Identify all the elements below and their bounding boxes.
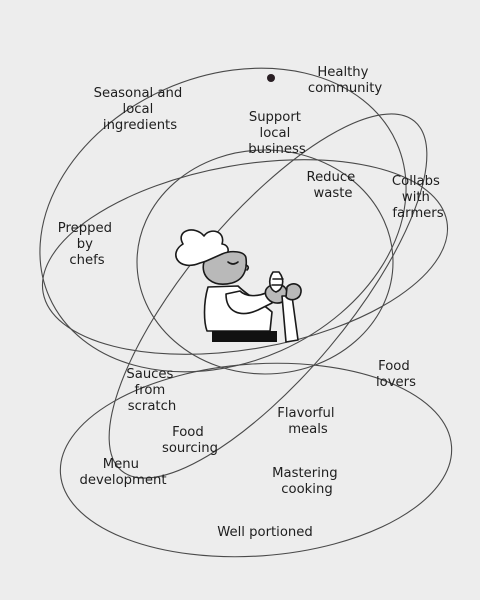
chef-counter [212, 331, 277, 342]
label-menu-development: Menu development [80, 457, 167, 488]
label-reduce-waste: Reduce waste [307, 170, 360, 201]
ellipse-wide [41, 159, 449, 355]
labels: Seasonal and local ingredients Healthy c… [58, 65, 444, 540]
label-food-lovers: Food lovers [376, 359, 416, 390]
ellipse-top [39, 67, 407, 373]
label-food-sourcing: Food sourcing [162, 425, 218, 456]
label-healthy-community: Healthy community [308, 65, 383, 96]
label-sauces-from-scratch: Sauces from scratch [126, 367, 177, 414]
label-mastering-cooking: Mastering cooking [272, 466, 342, 497]
intersection-dot [267, 74, 275, 82]
label-well-portioned: Well portioned [217, 525, 313, 540]
chef-icon [175, 229, 302, 343]
label-seasonal-local-ingredients: Seasonal and local ingredients [94, 86, 187, 133]
label-support-local-business: Support local business [248, 110, 306, 157]
ellipse-vertical [136, 149, 394, 375]
label-collabs-with-farmers: Collabs with farmers [392, 174, 444, 221]
label-prepped-by-chefs: Prepped by chefs [58, 221, 116, 268]
ellipse-bottom [59, 362, 453, 558]
label-flavorful-meals: Flavorful meals [277, 406, 339, 437]
